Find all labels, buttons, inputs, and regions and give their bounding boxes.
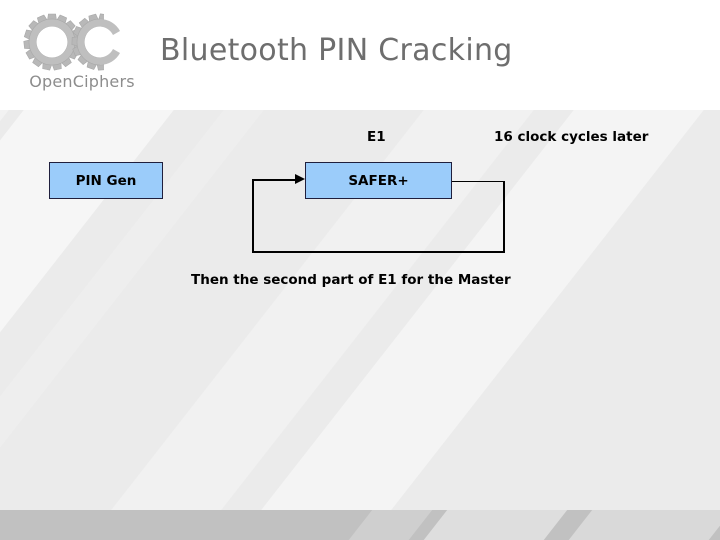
label-e1: E1: [367, 129, 386, 145]
wire-feedback-left: [252, 179, 254, 253]
wire-feedback-bottom: [252, 251, 505, 253]
wire-safer-output: [452, 181, 505, 182]
arrow-head-icon: [295, 174, 305, 184]
page-title: Bluetooth PIN Cracking: [160, 33, 513, 68]
openciphers-logo: OpenCiphers: [18, 12, 146, 98]
diagram-caption: Then the second part of E1 for the Maste…: [191, 272, 511, 288]
block-pin-gen-label: PIN Gen: [75, 172, 137, 189]
label-clock-cycles: 16 clock cycles later: [494, 129, 649, 145]
wire-feedback-top: [252, 179, 297, 181]
block-safer-plus-label: SAFER+: [348, 172, 409, 189]
logo-wordmark: OpenCiphers: [29, 72, 135, 91]
wire-feedback-right: [503, 181, 505, 253]
block-pin-gen[interactable]: PIN Gen: [49, 162, 163, 199]
gear-logo-icon: [23, 12, 134, 72]
slide-footer-band: [0, 510, 720, 540]
block-safer-plus[interactable]: SAFER+: [305, 162, 452, 199]
